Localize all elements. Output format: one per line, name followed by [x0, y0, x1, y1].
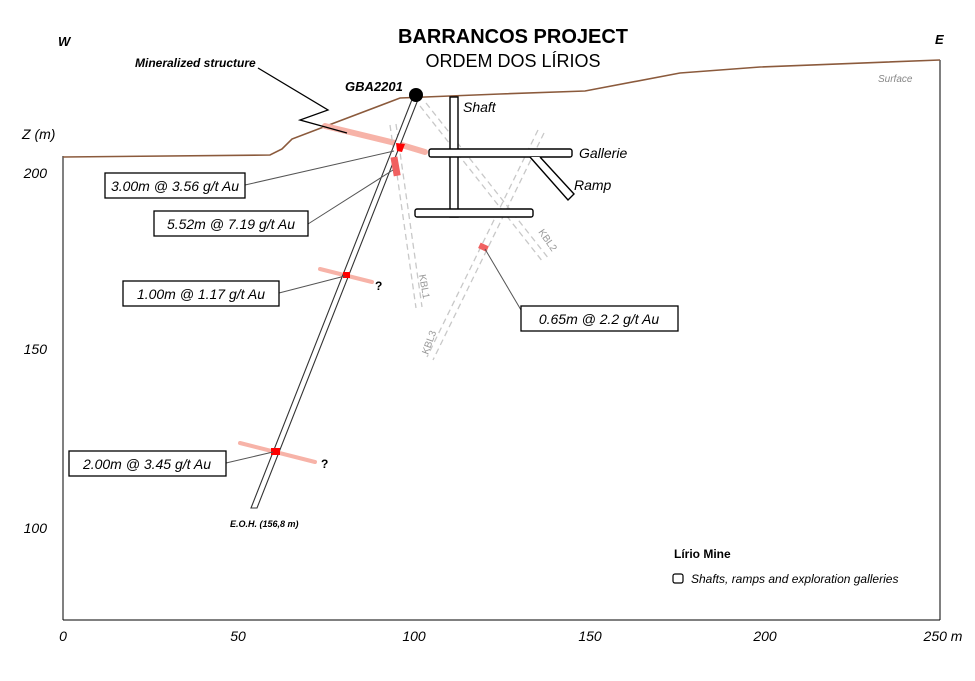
intercept-box	[104, 172, 246, 199]
kbl2-label: KBL2	[536, 227, 559, 254]
y-tick: 200	[23, 165, 48, 181]
intercept-label: 0.65m @ 2.2 g/t Au	[539, 311, 660, 327]
kbl3-hole	[426, 129, 545, 361]
title: BARRANCOS PROJECT	[398, 26, 628, 48]
mineralized-zone	[322, 123, 428, 155]
drillhole-name: GBA2201	[345, 79, 403, 94]
x-tick: 50	[230, 628, 246, 644]
legend: Lírio Mine Shafts, ramps and exploration…	[672, 547, 898, 586]
lower-gallerie	[414, 208, 534, 218]
x-tick: 250 m	[923, 628, 963, 644]
intercept-label: 3.00m @ 3.56 g/t Au	[111, 178, 239, 194]
mine-workings: Shaft Gallerie Ramp	[414, 96, 627, 218]
structure-pointer	[257, 67, 348, 134]
y-tick: 150	[24, 341, 48, 357]
intercept-marker	[478, 242, 489, 252]
leader-line	[225, 451, 274, 464]
leader-line	[484, 248, 522, 311]
intercept-marker	[271, 448, 280, 455]
question-mark: ?	[321, 457, 328, 471]
intercept-marker	[390, 156, 401, 177]
intercept-box	[122, 280, 280, 307]
surface-line	[62, 59, 941, 158]
x-tick: 100	[402, 628, 426, 644]
subtitle: ORDEM DOS LÍRIOS	[425, 51, 600, 71]
intercept-label: 2.00m @ 3.45 g/t Au	[82, 456, 211, 472]
ramp	[529, 156, 575, 202]
kbl2-hole	[419, 102, 550, 263]
intercept-marker	[396, 143, 405, 152]
leader-line	[244, 150, 395, 186]
drillhole-gba2201: GBA2201 E.O.H. (156,8 m)	[230, 79, 423, 529]
x-tick: 0	[59, 628, 67, 644]
intercept-box	[68, 450, 227, 477]
intercept-label: 1.00m @ 1.17 g/t Au	[137, 286, 265, 302]
kbl1-label: KBL1	[416, 274, 431, 300]
leader-line	[307, 169, 394, 225]
x-tick: 200	[752, 628, 777, 644]
drillhole-collar	[409, 88, 423, 102]
axes: Z (m) 200 150 100 0 50 100 150 200 250 m	[21, 60, 963, 644]
intercept-box	[153, 210, 309, 237]
y-axis-label: Z (m)	[21, 126, 55, 142]
upper-gallerie	[428, 148, 573, 158]
intercept-marker	[343, 272, 350, 278]
east-label: E	[935, 32, 944, 47]
intercept-box	[520, 305, 679, 332]
intercepts: 3.00m @ 3.56 g/t Au 5.52m @ 7.19 g/t Au …	[68, 143, 679, 477]
gallerie-label: Gallerie	[579, 145, 627, 161]
legend-item: Shafts, ramps and exploration galleries	[691, 572, 898, 586]
west-label: W	[58, 34, 72, 49]
surface-label: Surface	[878, 74, 913, 85]
x-tick: 150	[578, 628, 602, 644]
y-tick: 100	[24, 520, 48, 536]
ramp-label: Ramp	[574, 177, 612, 193]
mineralized-structure-label: Mineralized structure	[135, 56, 256, 70]
legend-swatch	[672, 573, 684, 584]
intercept-label: 5.52m @ 7.19 g/t Au	[167, 216, 295, 232]
shaft-label: Shaft	[463, 99, 497, 115]
leader-line	[278, 275, 346, 294]
question-mark: ?	[375, 279, 382, 293]
eoh-label: E.O.H. (156,8 m)	[230, 519, 299, 529]
legend-title: Lírio Mine	[674, 547, 731, 561]
